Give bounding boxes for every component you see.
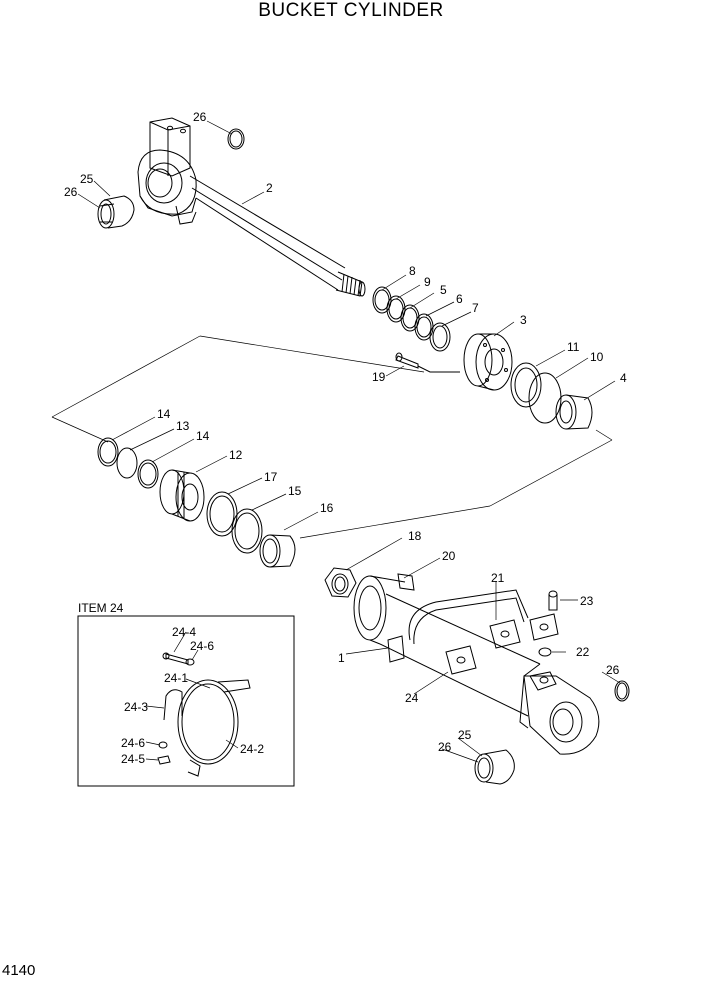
callout-21: 21: [491, 571, 505, 585]
callout-24-4: 24-4: [172, 625, 196, 639]
callout-14: 14: [196, 429, 210, 443]
piston-part-3: [463, 333, 513, 391]
callout-8: 8: [409, 264, 416, 278]
callout-24-3: 24-3: [124, 700, 148, 714]
assembly-guide-lines: [51, 335, 613, 539]
callout-24-6: 24-6: [190, 639, 214, 653]
callout-9: 9: [424, 275, 431, 289]
callout-24-5: 24-5: [121, 752, 145, 766]
cylinder-tube-1: [353, 573, 600, 755]
callout-2: 2: [266, 181, 273, 195]
o-ring-26-right: [614, 680, 630, 702]
callout-13: 13: [176, 419, 190, 433]
leader-lines: [77, 120, 621, 763]
callout-26: 26: [438, 740, 452, 754]
callout-7: 7: [472, 301, 479, 315]
bolt-23: [548, 590, 558, 611]
o-ring-10: [528, 372, 562, 424]
callout-3: 3: [520, 313, 527, 327]
callout-26: 26: [606, 663, 620, 677]
callout-11: 11: [567, 340, 580, 354]
callout-25: 25: [458, 728, 472, 742]
item-24-detail-frame: [77, 615, 295, 787]
callout-26: 26: [193, 110, 207, 124]
callout-26: 26: [64, 185, 78, 199]
callout-23: 23: [580, 594, 594, 608]
callout-24-2: 24-2: [240, 742, 264, 756]
pipe-21: [408, 589, 559, 675]
ring-11: [510, 362, 542, 408]
page-number: 4140: [2, 962, 36, 979]
rod-seals: [372, 286, 451, 352]
callout-6: 6: [456, 292, 463, 306]
callout-15: 15: [288, 484, 302, 498]
callout-24: 24: [405, 691, 419, 705]
callout-24-1: 24-1: [164, 671, 188, 685]
bushing-4: [555, 394, 593, 430]
callout-16: 16: [320, 501, 334, 515]
callout-1: 1: [338, 651, 345, 665]
o-ring-26-top: [227, 128, 245, 150]
gland-seals: [97, 437, 296, 568]
callout-20: 20: [442, 549, 456, 563]
clamp-24: [157, 652, 251, 777]
o-ring-22: [538, 647, 552, 657]
piston-rod-part: [137, 117, 366, 297]
page-title: BUCKET CYLINDER: [258, 0, 444, 21]
callout-17: 17: [264, 470, 278, 484]
callout-12: 12: [229, 448, 243, 462]
callout-24-6: 24-6: [121, 736, 145, 750]
callout-19: 19: [372, 370, 386, 384]
nut-18: [324, 567, 357, 598]
callout-25: 25: [80, 172, 94, 186]
item-24-label: ITEM 24: [78, 601, 124, 615]
bushing-25-bottom: [474, 749, 515, 785]
callout-10: 10: [590, 350, 604, 364]
callout-22: 22: [576, 645, 590, 659]
callout-14: 14: [157, 407, 171, 421]
callout-4: 4: [620, 371, 627, 385]
bolt-19: [395, 352, 460, 373]
bushing-25-top: [97, 195, 135, 229]
callout-labels: 26 25 26 2 8 9 5 6 7 3 19 11 10 4 14 13 …: [64, 110, 627, 766]
callout-5: 5: [440, 283, 447, 297]
callout-18: 18: [408, 529, 422, 543]
